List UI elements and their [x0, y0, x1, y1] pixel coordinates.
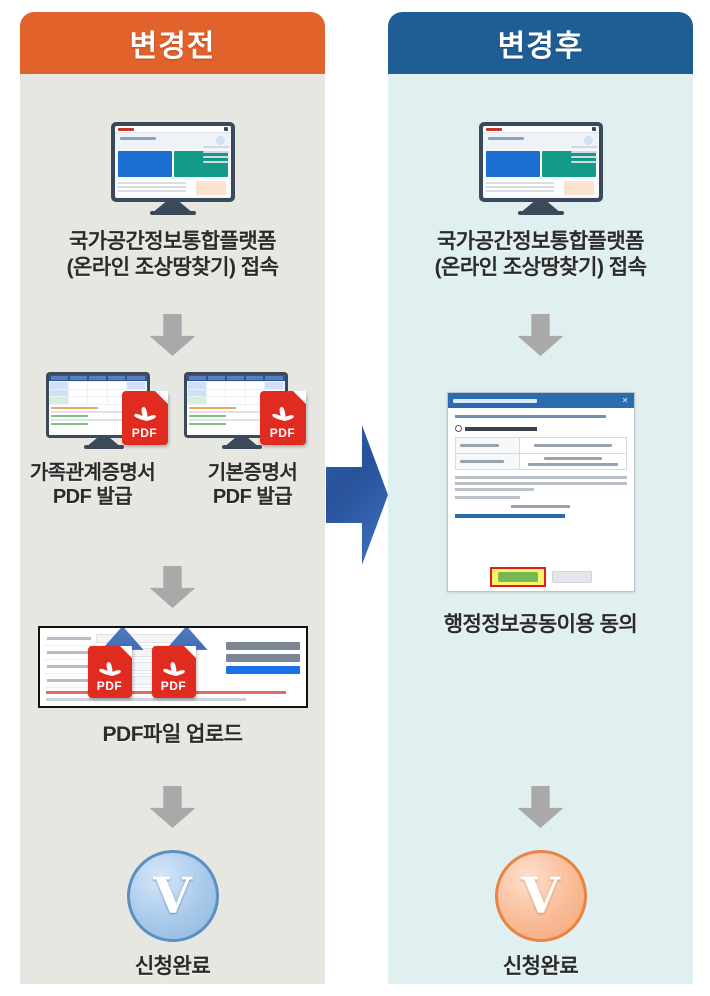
before-step-upload-caption: PDF파일 업로드: [102, 723, 243, 746]
after-step-portal: 국가공간정보통합플랫폼 (온라인 조상땅찾기) 접속: [388, 122, 693, 280]
after-arrow-2: [388, 786, 693, 828]
consent-radio: [454, 425, 462, 432]
completion-badge: V: [126, 850, 219, 942]
before-step-complete-caption: 신청완료: [134, 955, 211, 978]
arrow-down-icon: [149, 786, 196, 828]
arrow-down-icon: [517, 786, 564, 828]
pdf-file-icon: PDF: [259, 391, 306, 445]
disagree-button[interactable]: [551, 571, 592, 583]
pdf-icon-label: PDF: [131, 426, 158, 440]
before-step-portal-caption: 국가공간정보통합플랫폼 (온라인 조상땅찾기) 접속: [66, 230, 279, 279]
check-icon: V: [521, 866, 560, 925]
basic-certificate-caption: 기본증명서 PDF 발급: [207, 462, 298, 509]
monitor-icon: [478, 122, 603, 215]
before-arrow-2: [20, 566, 325, 608]
arrow-down-icon: [517, 314, 564, 356]
monitor-icon: [110, 122, 235, 215]
basic-certificate-item: PDF: [183, 372, 306, 449]
upload-screenshot: PDF PDF: [37, 626, 308, 708]
pdf-file-icon: PDF: [151, 646, 196, 698]
pdf-icon-label: PDF: [96, 679, 123, 693]
pdf-icon-label: PDF: [160, 679, 187, 693]
before-step-portal: 국가공간정보통합플랫폼 (온라인 조상땅찾기) 접속: [20, 122, 325, 280]
check-icon: V: [153, 866, 192, 925]
before-step-upload: PDF PDF PDF파일 업로드: [20, 626, 325, 748]
after-step-consent: ✕: [388, 392, 693, 638]
after-panel: 변경후: [388, 12, 693, 984]
after-step-complete-caption: 신청완료: [502, 955, 579, 978]
after-step-portal-caption: 국가공간정보통합플랫폼 (온라인 조상땅찾기) 접속: [434, 230, 647, 279]
close-icon: ✕: [621, 395, 629, 405]
after-column: 변경후: [388, 12, 693, 984]
before-column: 변경전: [20, 12, 325, 984]
agree-button[interactable]: [497, 572, 538, 582]
pdf-file-icon: PDF: [87, 646, 132, 698]
highlighted-confirm-area: [489, 567, 546, 587]
before-step-certificates: PDF: [20, 372, 325, 510]
arrow-down-icon: [149, 314, 196, 356]
before-panel: 변경전: [20, 12, 325, 984]
dialog-titlebar: ✕: [447, 393, 634, 408]
before-panel-header: 변경전: [20, 12, 325, 74]
family-certificate-item: PDF: [45, 372, 168, 449]
consent-dialog-screenshot: ✕: [446, 392, 635, 592]
before-steps: 국가공간정보통합플랫폼 (온라인 조상땅찾기) 접속: [20, 74, 325, 984]
after-steps: 국가공간정보통합플랫폼 (온라인 조상땅찾기) 접속 ✕: [388, 74, 693, 984]
after-arrow-1: [388, 314, 693, 356]
pdf-file-icon: PDF: [121, 391, 168, 445]
pdf-icon-label: PDF: [269, 426, 296, 440]
after-step-consent-caption: 행정정보공동이용 동의: [443, 613, 638, 636]
arrow-down-icon: [149, 566, 196, 608]
transition-arrow-icon: [326, 425, 388, 565]
after-step-complete: V 신청완료: [388, 850, 693, 980]
after-panel-header: 변경후: [388, 12, 693, 74]
before-arrow-1: [20, 314, 325, 356]
before-step-complete: V 신청완료: [20, 850, 325, 980]
family-certificate-caption: 가족관계증명서 PDF 발급: [29, 462, 156, 509]
before-header-label: 변경전: [129, 30, 216, 63]
before-arrow-3: [20, 786, 325, 828]
completion-badge: V: [494, 850, 587, 942]
after-header-label: 변경후: [497, 30, 584, 63]
